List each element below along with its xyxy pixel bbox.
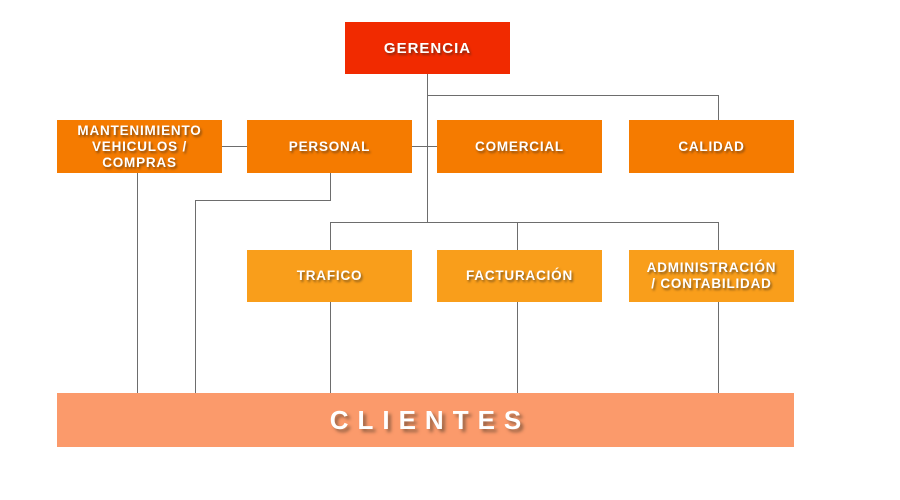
connector-gerencia-stem	[427, 74, 428, 222]
org-node-comercial: COMERCIAL	[437, 120, 602, 173]
org-node-personal: PERSONAL	[247, 120, 412, 173]
connector-administracion-clientes	[718, 302, 719, 393]
connector-gerencia-calidad-v	[718, 95, 719, 120]
connector-hub-administracion	[718, 222, 719, 250]
org-node-clientes: CLIENTES	[57, 393, 794, 447]
connector-hub-trafico	[330, 222, 331, 250]
connector-personal-jog-down	[330, 173, 331, 200]
org-node-mantenimiento: MANTENIMIENTO VEHICULOS / COMPRAS	[57, 120, 222, 173]
connector-gerencia-calidad-h	[427, 95, 718, 96]
connector-trafico-clientes	[330, 302, 331, 393]
org-node-calidad: CALIDAD	[629, 120, 794, 173]
connector-operations-hub	[330, 222, 719, 223]
org-node-gerencia: GERENCIA	[345, 22, 510, 74]
connector-personal-comercial	[412, 146, 437, 147]
connector-facturacion-clientes	[517, 302, 518, 393]
connector-personal-clientes	[195, 200, 196, 393]
connector-personal-jog-across	[195, 200, 331, 201]
connector-hub-facturacion	[517, 222, 518, 250]
org-node-trafico: TRAFICO	[247, 250, 412, 302]
org-node-administracion: ADMINISTRACIÓN / CONTABILIDAD	[629, 250, 794, 302]
org-node-facturacion: FACTURACIÓN	[437, 250, 602, 302]
connector-mantenimiento-clientes	[137, 173, 138, 393]
connector-mantenimiento-personal	[222, 146, 247, 147]
